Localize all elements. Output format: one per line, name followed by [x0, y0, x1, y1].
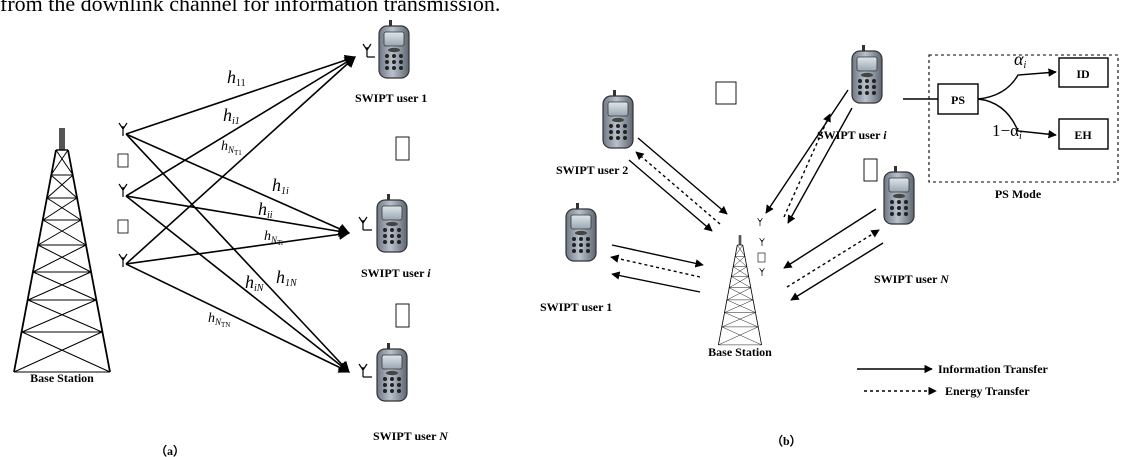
- user-label-N: SWIPT user N: [874, 272, 950, 286]
- base-station-tower-icon: [717, 234, 763, 346]
- top-caption-text: from the downlink channel for informatio…: [0, 0, 501, 16]
- user-label-1: SWIPT user 1: [355, 91, 427, 105]
- bs-antenna-icon: [759, 267, 765, 277]
- channel-label-hiN: hiN: [245, 272, 265, 294]
- panel-b: Base Station SWIPT user 2 SWIPT user 1 S…: [540, 44, 1119, 448]
- alpha-label: αi: [1014, 49, 1026, 71]
- phone-icon: [376, 193, 408, 253]
- eh-block-label: EH: [1074, 128, 1092, 142]
- user-label-i: SWIPT user i: [817, 128, 887, 142]
- links-user-i: [765, 89, 853, 224]
- rx-antenna-icon: [358, 363, 368, 378]
- eh-block: [1058, 118, 1109, 150]
- channel-label-h11: h11: [227, 67, 246, 89]
- base-station-label: Base Station: [708, 345, 772, 359]
- channel-label-hi1: hi1: [223, 105, 240, 127]
- channel-label-hNTi: hNTi: [264, 229, 283, 247]
- rx-antenna-icon: [358, 216, 368, 231]
- user-label-N: SWIPT user N: [373, 429, 449, 443]
- links-user-N: [783, 208, 884, 301]
- channel-label-hNTN: hNTN: [208, 311, 230, 329]
- tx-antenna-1-icon: [118, 122, 128, 137]
- rx-antenna-icon: [362, 43, 372, 58]
- one-minus-alpha-label: 1−αi: [992, 121, 1022, 142]
- user-label-1: SWIPT user 1: [540, 300, 612, 314]
- legend-information-label: Information Transfer: [938, 362, 1049, 376]
- panel-a-label: （a）: [155, 443, 185, 457]
- legend-energy-label: Energy Transfer: [945, 384, 1030, 398]
- placeholder-glyph: [715, 81, 737, 105]
- panel-b-label: （b）: [771, 433, 802, 448]
- placeholder-glyph: [117, 153, 129, 168]
- channel-label-h1N: h1N: [276, 267, 298, 289]
- bs-antenna-icon: [757, 217, 763, 227]
- phone-icon: [883, 165, 915, 225]
- tx-antenna-N-icon: [118, 253, 128, 268]
- base-station-label: Base Station: [30, 371, 94, 385]
- legend: Information Transfer Energy Transfer: [857, 362, 1049, 398]
- tx-antenna-i-icon: [118, 183, 128, 198]
- links-user-1: [610, 244, 704, 293]
- placeholder-glyph: [395, 136, 410, 161]
- channel-label-hii: hii: [258, 199, 273, 221]
- placeholder-glyph: [757, 252, 766, 263]
- user-label-i: SWIPT user i: [361, 266, 431, 280]
- phone-icon: [565, 202, 597, 262]
- phone-icon: [851, 44, 883, 104]
- placeholder-glyph: [863, 158, 878, 182]
- phone-icon: [376, 342, 408, 402]
- ps-mode-title: PS Mode: [995, 187, 1042, 201]
- id-block: [1058, 57, 1109, 88]
- panel-a: Base Station h11 hi1 hNT1 h1i hii hNTi: [13, 19, 449, 457]
- placeholder-glyph: [395, 303, 410, 328]
- phone-icon: [602, 89, 634, 149]
- channel-label-h1i: h1i: [272, 175, 289, 197]
- id-block-label: ID: [1076, 67, 1090, 81]
- placeholder-glyph: [117, 219, 129, 234]
- base-station-tower-icon: [13, 127, 111, 373]
- ps-block-label: PS: [951, 93, 965, 107]
- phone-icon: [378, 19, 410, 79]
- bs-antenna-icon: [759, 237, 765, 247]
- links-user-2: [628, 137, 728, 232]
- channel-label-hNT1: hNT1: [221, 139, 242, 157]
- user-label-2: SWIPT user 2: [556, 163, 628, 177]
- ps-mode-box: [928, 54, 1119, 183]
- channel-links: [125, 54, 357, 373]
